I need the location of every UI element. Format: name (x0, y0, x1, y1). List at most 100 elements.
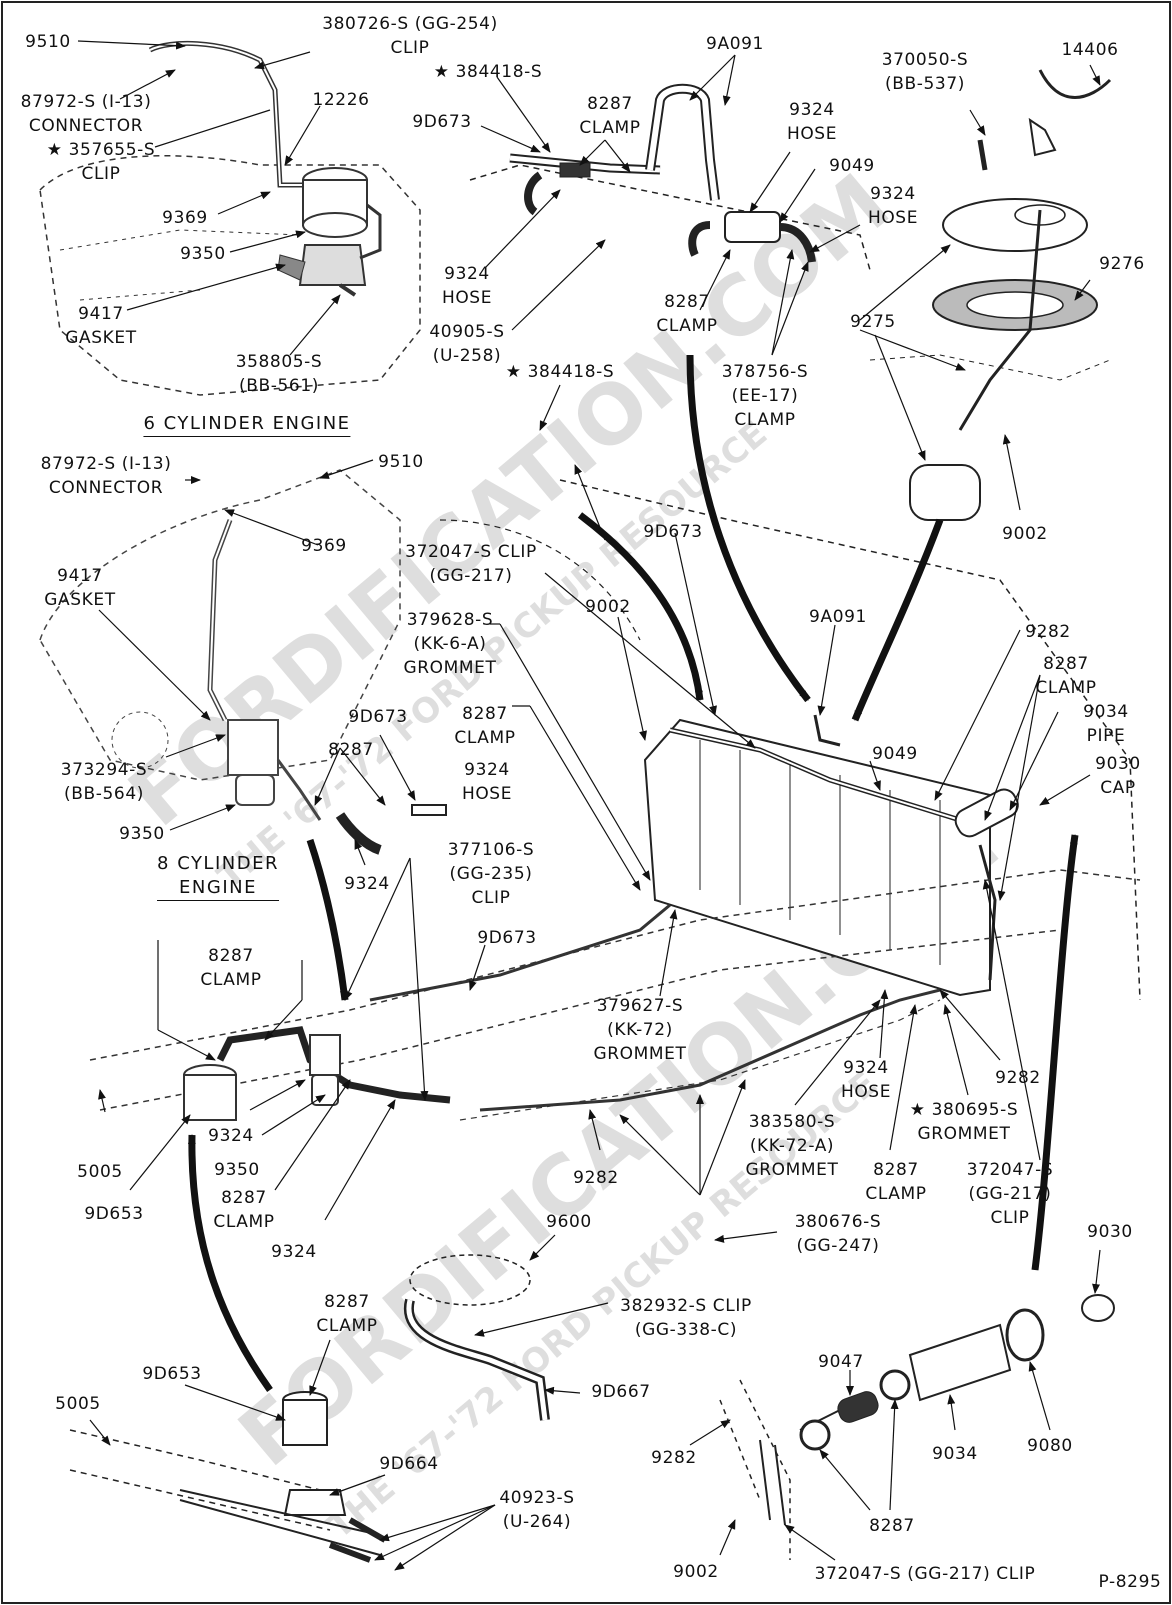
callout-line: 5005 (55, 1394, 101, 1414)
leader-lines (77, 40, 1101, 1571)
callout-line: 14406 (1061, 40, 1119, 60)
callout-line: 372047-S (966, 1160, 1054, 1180)
callout-87972-s-connector: 87972-S (I-13)CONNECTOR (41, 452, 172, 500)
callout-line: 9D653 (84, 1204, 144, 1224)
callout-382932-s-clip: 382932-S CLIP (GG-338-C) (620, 1294, 752, 1342)
callout-9d673: 9D673 (412, 110, 471, 134)
callout-9350: 9350 (214, 1158, 260, 1182)
callout-9d673: 9D673 (348, 705, 407, 729)
callout-line: 9282 (995, 1068, 1041, 1088)
callout-line: (BB-537) (885, 74, 965, 94)
callout-line: HOSE (840, 1082, 892, 1102)
callout-line: 87972-S (I-13) (20, 92, 152, 112)
callout-line: CLAMP (200, 970, 262, 990)
callout-line: 9350 (180, 244, 226, 264)
callout-9324: 9324 (271, 1240, 317, 1264)
callout-line: CLIP (990, 1208, 1030, 1228)
callout-line: 9D667 (591, 1382, 651, 1402)
callout-9d653: 9D653 (84, 1202, 143, 1226)
callout-9369: 9369 (162, 206, 208, 230)
callout-line: 9324 (843, 1058, 889, 1078)
six-cylinder-engine-title: 6 CYLINDER ENGINE (143, 412, 351, 437)
callout-line: CLAMP (734, 410, 796, 430)
vapor-canister-art (69, 1254, 550, 1563)
fuel-tank-sender-art (869, 69, 1112, 521)
callout-line: 9276 (1099, 254, 1145, 274)
callout-9002: 9002 (585, 595, 631, 619)
callout-370050-s: 370050-S(BB-537) (882, 48, 969, 96)
callout-line: 9510 (25, 32, 71, 52)
callout-line: 87972-S (I-13) (40, 454, 172, 474)
callout-line: ★ 380695-S (909, 1100, 1019, 1120)
callout-line: 9030 (1095, 754, 1141, 774)
callout-line: 9080 (1027, 1436, 1073, 1456)
callout-line: 9049 (829, 156, 875, 176)
callout-line: 9350 (214, 1160, 260, 1180)
callout-line: (KK-6-A) (413, 634, 487, 654)
callout-line: 382932-S CLIP (620, 1296, 752, 1316)
callout-line: (BB-561) (239, 376, 319, 396)
callout-line: CLIP (81, 164, 121, 184)
callout-9350: 9350 (119, 822, 165, 846)
callout-9002: 9002 (1002, 522, 1048, 546)
callout-9276: 9276 (1099, 252, 1145, 276)
callout-line: 8287 (1043, 654, 1089, 674)
callout-line: CAP (1100, 778, 1136, 798)
callout-line: CLIP (471, 888, 511, 908)
callout-9d667: 9D667 (591, 1380, 650, 1404)
callout-line: 9D673 (412, 112, 472, 132)
callout-40905-s: 40905-S(U-258) (429, 320, 504, 368)
callout-line: CLAMP (579, 118, 641, 138)
callout-9369: 9369 (301, 534, 347, 558)
callout-line: GASKET (44, 590, 116, 610)
callout-line: 9030 (1087, 1222, 1133, 1242)
callout-line: 9282 (651, 1448, 697, 1468)
callout-line: 8287 (869, 1516, 915, 1536)
callout-line: (BB-564) (64, 784, 144, 804)
callout-9034: 9034 (932, 1442, 978, 1466)
callout-line: 9369 (162, 208, 208, 228)
callout-87972-s-connector: 87972-S (I-13) CONNECTOR (21, 90, 152, 138)
callout-line: 9324 (870, 184, 916, 204)
callout-9a091: 9A091 (706, 32, 764, 56)
callout-line: 40923-S (499, 1488, 575, 1508)
callout-384418-s: ★ 384418-S (434, 60, 542, 84)
callout-358805-s: 358805-S(BB-561) (236, 350, 323, 398)
callout-line: 9324 (208, 1126, 254, 1146)
callout-line: 9282 (1025, 622, 1071, 642)
callout-372047-s-clip: 372047-S CLIP(GG-217) (405, 540, 537, 588)
callout-line: 383580-S (748, 1112, 836, 1132)
callout-line: 9047 (818, 1352, 864, 1372)
callout-9a091: 9A091 (809, 605, 867, 629)
callout-line: CLAMP (865, 1184, 927, 1204)
callout-line: 9282 (573, 1168, 619, 1188)
frame-and-fuel-lines-art (89, 869, 1141, 1121)
callout-line: 8287 (221, 1188, 267, 1208)
callout-line: CLAMP (454, 728, 516, 748)
callout-9282: 9282 (1025, 620, 1071, 644)
callout-line: 9A091 (809, 607, 867, 627)
callout-line: 380676-S (794, 1212, 882, 1232)
callout-9324: 9324 (208, 1124, 254, 1148)
callout-line: 8287 (587, 94, 633, 114)
callout-line: 9600 (546, 1212, 592, 1232)
callout-line: (GG-217) (429, 566, 513, 586)
callout-9002: 9002 (673, 1560, 719, 1584)
callout-line: GASKET (65, 328, 137, 348)
callout-9282: 9282 (651, 1446, 697, 1470)
fuel-tank-art (439, 479, 1141, 1001)
callout-9049: 9049 (872, 742, 918, 766)
six-cylinder-engine-art (39, 41, 421, 396)
callout-line: (GG-338-C) (634, 1320, 738, 1340)
callout-line: CONNECTOR (28, 116, 144, 136)
callout-377106-s-clip: 377106-S(GG-235)CLIP (448, 838, 535, 910)
callout-line: 379627-S (596, 996, 684, 1016)
callout-9600: 9600 (546, 1210, 592, 1234)
